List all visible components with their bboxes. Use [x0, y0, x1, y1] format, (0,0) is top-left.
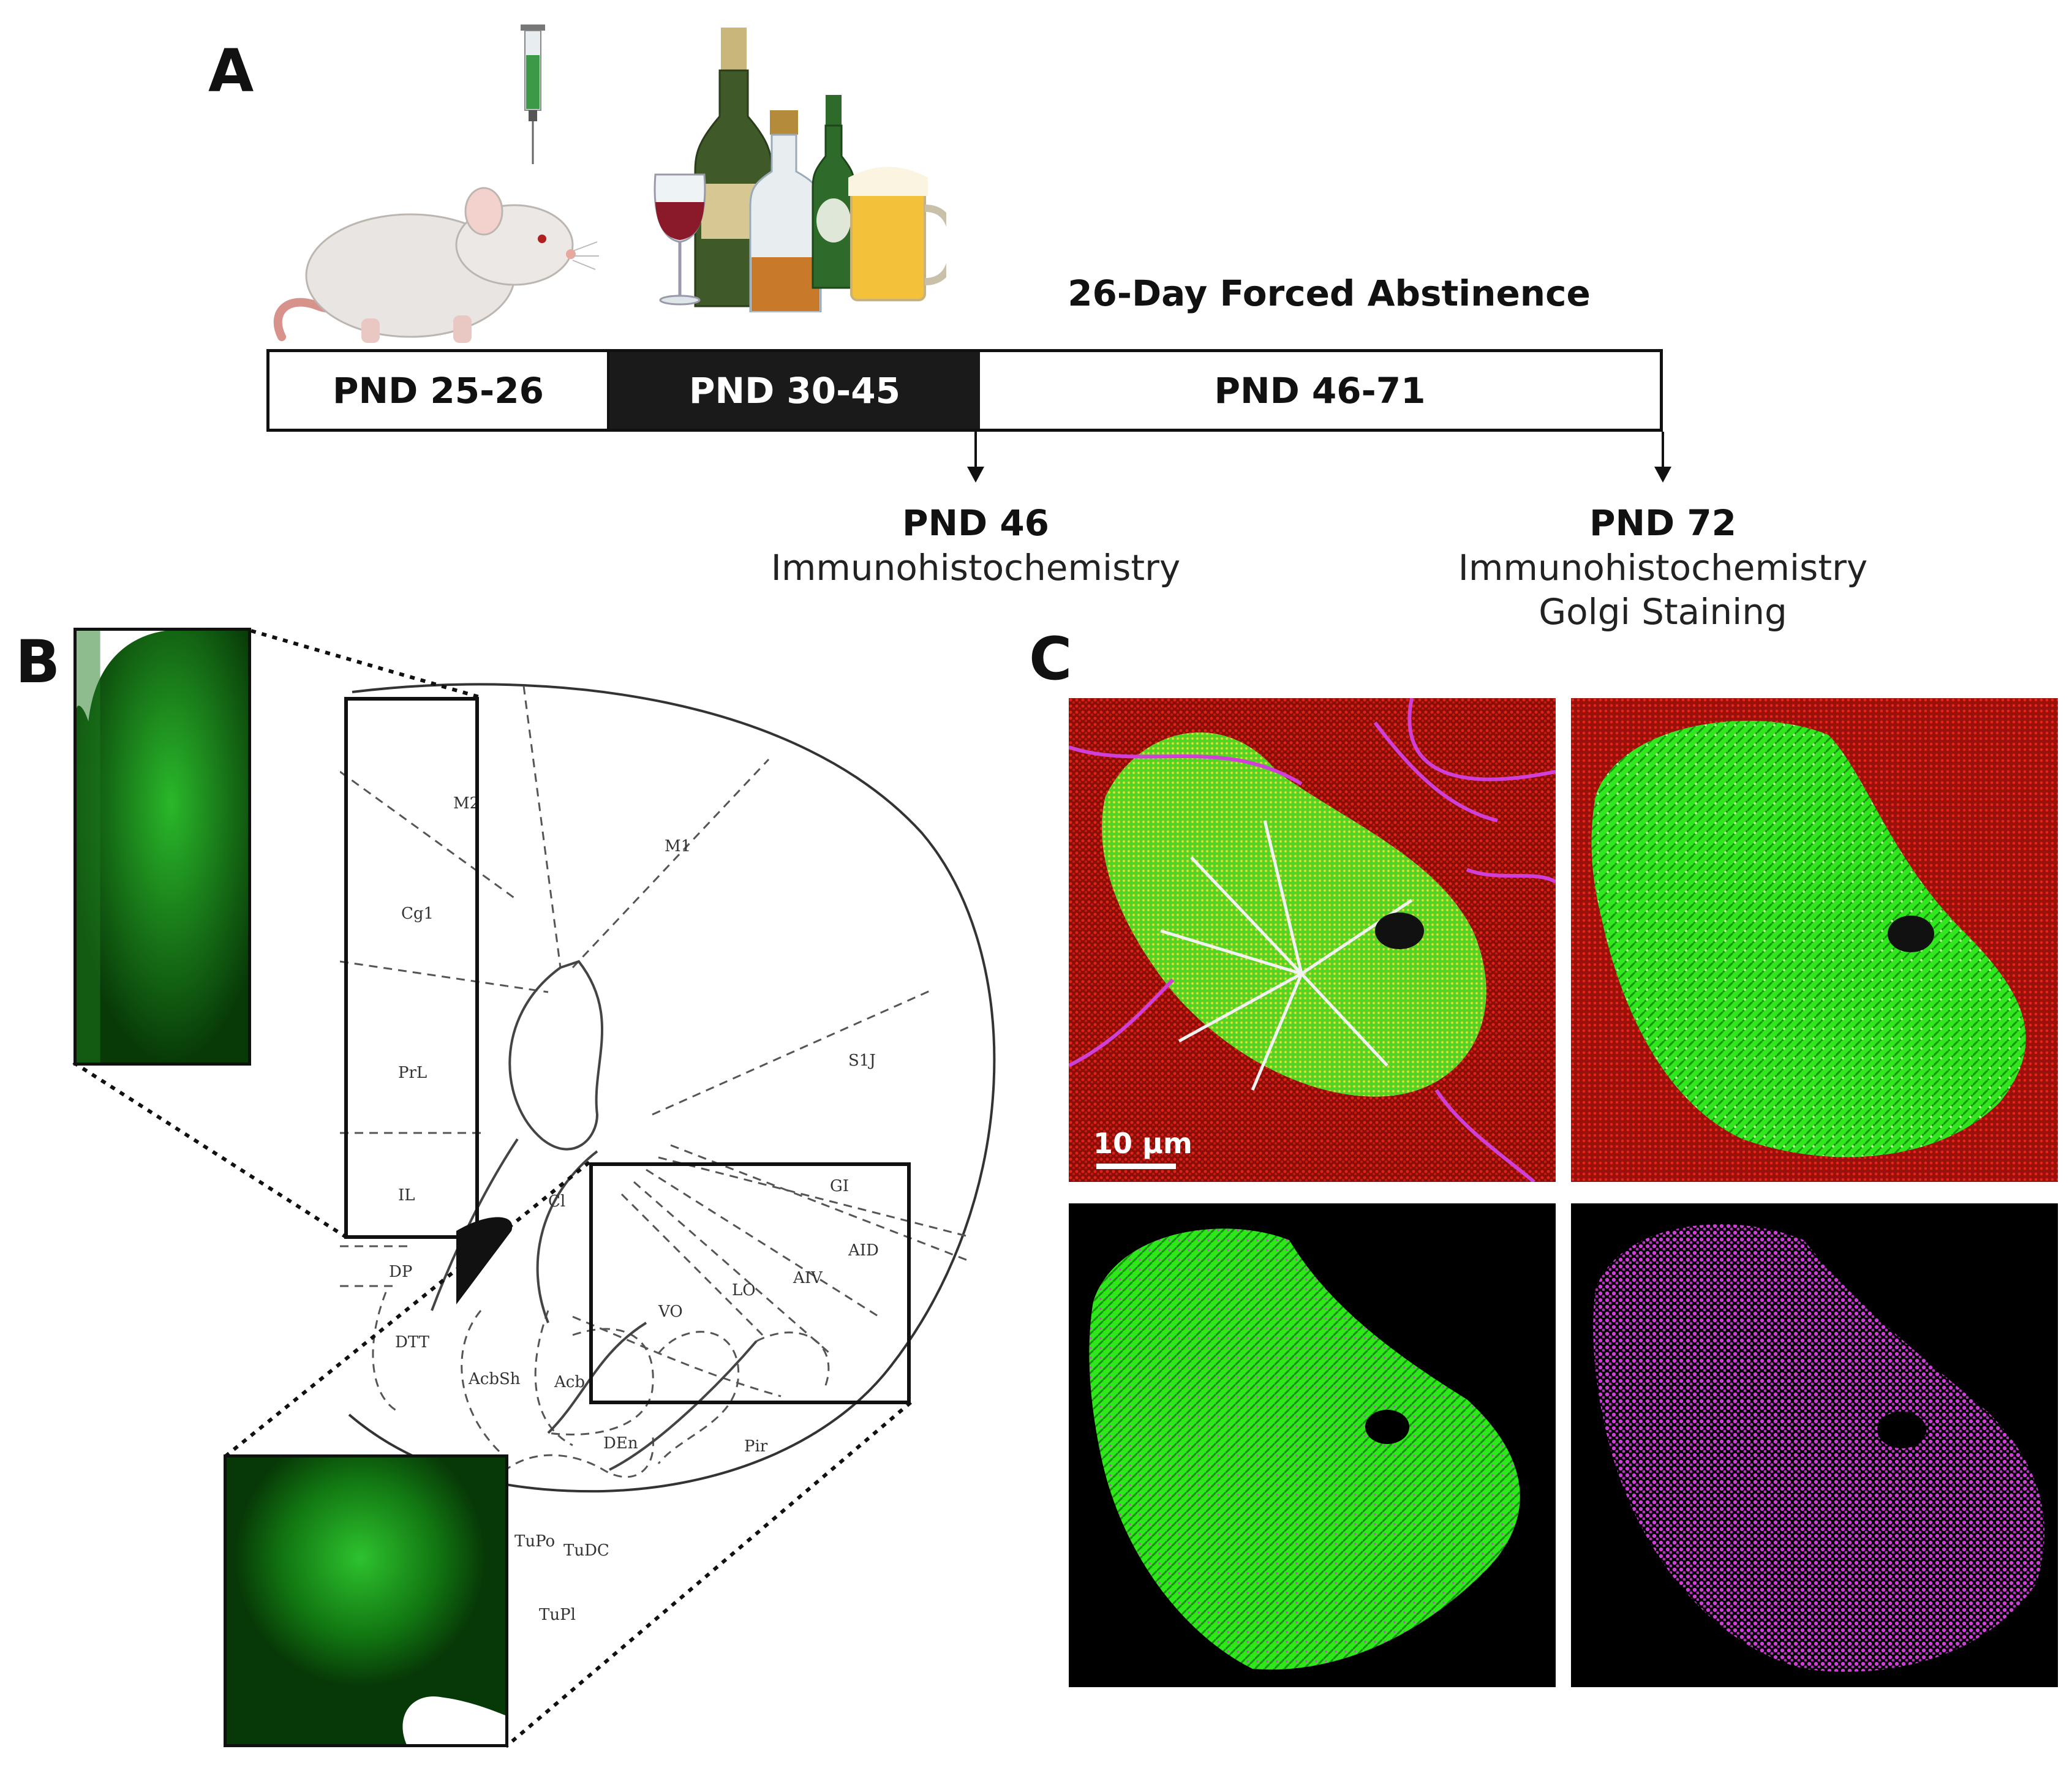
bottles-icon — [652, 24, 957, 314]
timeline-segment-3: PND 46-71 — [980, 352, 1660, 429]
region-label-dp: DP — [389, 1263, 412, 1281]
region-label-vo: VO — [658, 1303, 683, 1321]
wine-glass-icon — [649, 171, 710, 306]
mpfc-micrograph — [73, 628, 251, 1066]
arrow-pnd46 — [974, 432, 977, 468]
timeline-segment-1: PND 25-26 — [269, 352, 609, 429]
region-label-dtt: DTT — [395, 1333, 430, 1352]
syringe-icon — [518, 24, 548, 165]
zoom-box-medial-pfc — [344, 697, 479, 1239]
panel-label-c: C — [1029, 625, 1072, 693]
timeline-bar: PND 25-26 PND 30-45 PND 46-71 — [266, 349, 1663, 432]
dendrite-surface-on-red — [1571, 698, 2058, 1182]
region-label-cl: Cl — [548, 1192, 565, 1211]
region-label-aid: AID — [848, 1241, 879, 1260]
marker-pnd72-title: PND 72 — [1589, 502, 1737, 544]
region-label-tupl: TuPl — [539, 1606, 576, 1624]
region-label-il: IL — [398, 1186, 415, 1205]
region-label-m1: M1 — [665, 837, 691, 856]
region-label-tupo: TuPo — [514, 1532, 555, 1551]
region-label-aiv: AIV — [793, 1269, 823, 1287]
marker-pnd46-line1: Immunohistochemistry — [770, 547, 1181, 589]
arrowhead-pnd72 — [1654, 467, 1671, 483]
region-label-acbsh: AcbSh — [468, 1370, 521, 1388]
zoom-box-ofc — [589, 1162, 911, 1404]
region-label-s1j: S1J — [848, 1051, 876, 1070]
arrow-pnd72 — [1662, 432, 1664, 468]
marker-pnd46-title: PND 46 — [902, 502, 1050, 544]
region-label-den: DEn — [603, 1434, 638, 1453]
brain-atlas-diagram: M2 M1 Cg1 PrL S1J IL Cl GI AID AIV DP LO… — [340, 674, 1032, 1629]
dendrite-surface-on-black — [1069, 1203, 1556, 1687]
region-label-tudc: TuDC — [563, 1541, 609, 1560]
marker-pnd72-line2: Golgi Staining — [1539, 591, 1787, 633]
panel-label-a: A — [208, 37, 254, 105]
marker-pnd72-line1: Immunohistochemistry — [1458, 547, 1868, 589]
region-label-prl: PrL — [398, 1064, 427, 1082]
panel-label-b: B — [15, 628, 61, 696]
ofc-micrograph — [224, 1454, 508, 1747]
abstinence-header: 26-Day Forced Abstinence — [1068, 273, 1591, 314]
region-label-cg1: Cg1 — [401, 905, 434, 923]
region-label-acb: Acb — [554, 1373, 585, 1391]
spine-points-magenta — [1571, 1203, 2058, 1687]
region-label-lo: LO — [732, 1281, 756, 1300]
golgi-neuron-micrograph: 10 μm — [1069, 698, 1556, 1182]
region-label-m2: M2 — [453, 794, 480, 813]
timeline-segment-2: PND 30-45 — [609, 352, 980, 429]
region-label-pir: Pir — [744, 1437, 768, 1456]
arrowhead-pnd46 — [967, 467, 984, 483]
region-label-gi: GI — [830, 1177, 849, 1195]
scale-bar-label: 10 μm — [1093, 1127, 1192, 1160]
rat-icon — [269, 153, 600, 349]
